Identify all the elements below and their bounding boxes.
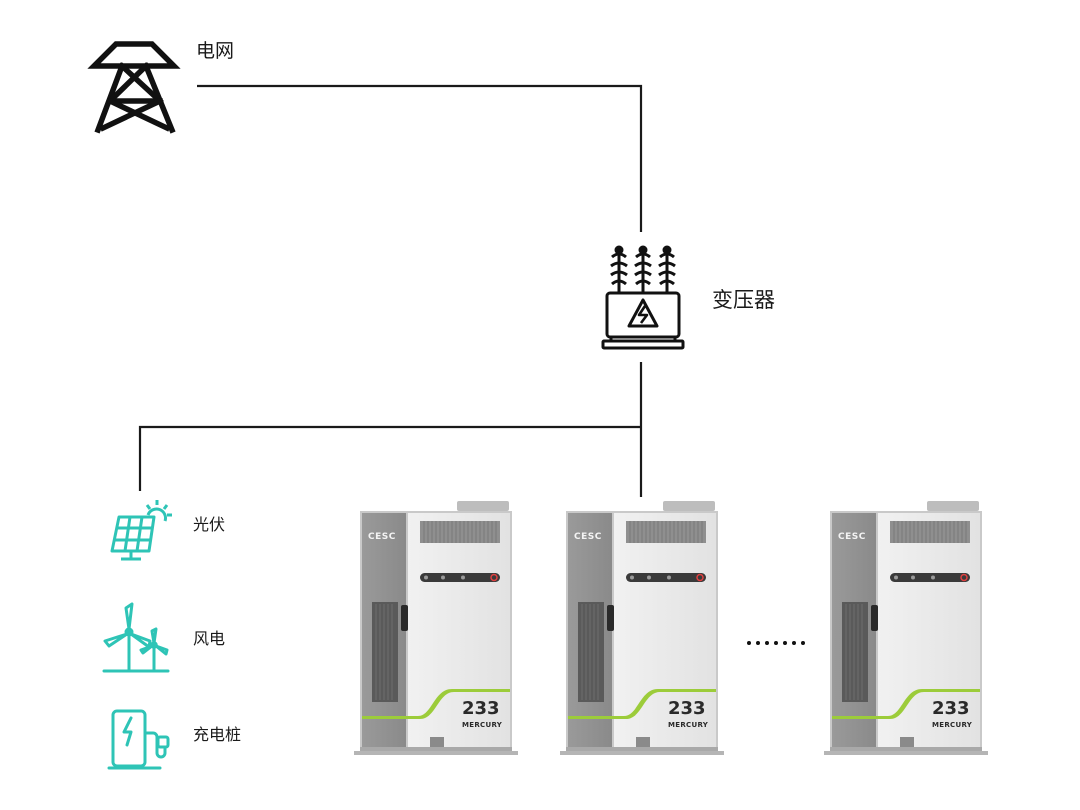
ev-charger-icon <box>107 709 170 770</box>
grid-label: 电网 <box>196 40 235 62</box>
cabinet-2-model: 233 <box>668 698 706 719</box>
pv-label: 光伏 <box>193 515 226 534</box>
charger-label: 充电桩 <box>193 725 242 744</box>
cabinet-3-model: 233 <box>932 698 970 719</box>
transformer-label: 变压器 <box>712 288 775 312</box>
solar-panel-icon <box>110 500 172 561</box>
ellipsis-dots <box>747 641 805 645</box>
cabinet-3-brand: CESC <box>838 532 866 542</box>
wind-label: 风电 <box>193 629 226 648</box>
cabinet-2-brand: CESC <box>574 532 602 542</box>
power-tower-icon <box>87 41 181 134</box>
grid-to-transformer-line <box>197 84 643 232</box>
transformer-insulator-1 <box>610 245 628 292</box>
cabinet-1-model: 233 <box>462 698 500 719</box>
transformer-icon <box>601 245 685 350</box>
connection-lines <box>138 84 643 497</box>
cabinet-2-series: MERCURY <box>668 721 709 729</box>
transformer-insulator-3 <box>658 245 676 292</box>
cabinet-1-series: MERCURY <box>462 721 503 729</box>
wind-turbine-icon <box>102 602 170 673</box>
transformer-insulator-2 <box>634 245 652 292</box>
bus-to-renewables-line <box>138 425 641 491</box>
cabinet-3-series: MERCURY <box>932 721 973 729</box>
cabinet-1-brand: CESC <box>368 532 396 542</box>
